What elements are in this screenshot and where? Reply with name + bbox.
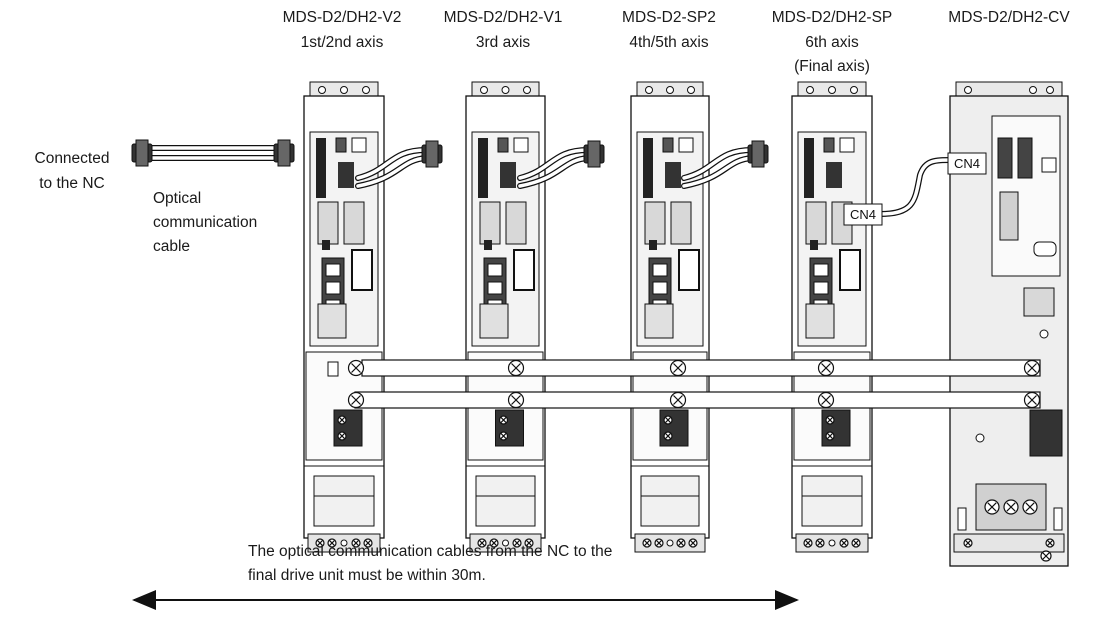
dc-bus-bar-1 — [362, 360, 1040, 376]
cable-label-line-2: communication — [153, 214, 257, 231]
drive-unit-3 — [631, 82, 709, 552]
cn4-sp-label: CN4 — [850, 207, 876, 222]
unit-4-final-axis-note: (Final axis) — [794, 58, 870, 75]
window — [352, 250, 372, 290]
drive-unit-1 — [304, 82, 384, 552]
drive-unit-4 — [792, 82, 872, 552]
unit-2-axis-label: 3rd axis — [476, 34, 531, 51]
connector-right — [671, 202, 691, 244]
power-terminal — [1030, 410, 1062, 456]
power-terminal — [660, 410, 688, 446]
bottom-cover — [476, 476, 535, 526]
optical-port — [826, 162, 842, 188]
connector-left — [806, 202, 826, 244]
nc-label-line-2: to the NC — [39, 175, 104, 192]
window — [679, 250, 699, 290]
bottom-cover — [641, 476, 699, 526]
unit-3-model-label: MDS-D2-SP2 — [622, 9, 716, 26]
unit-3-axis-label: 4th/5th axis — [629, 34, 709, 51]
cn4-cv-label: CN4 — [954, 156, 980, 171]
power-terminal — [334, 410, 362, 446]
connector-right — [506, 202, 526, 244]
unit-4-model-label: MDS-D2/DH2-SP — [772, 9, 893, 26]
bottom-cover — [314, 476, 374, 526]
optical-port — [500, 162, 516, 188]
unit-5-model-label: MDS-D2/DH2-CV — [948, 9, 1070, 26]
note-line-2: final drive unit must be within 30m. — [248, 567, 486, 584]
unit-1-axis-label: 1st/2nd axis — [301, 34, 384, 51]
dc-bus-bar-2 — [355, 392, 1040, 408]
led-display — [643, 138, 653, 198]
drive-unit-2 — [466, 82, 545, 552]
unit-2-model-label: MDS-D2/DH2-V1 — [444, 9, 563, 26]
cable-label-line-1: Optical — [153, 190, 201, 207]
connector-left — [480, 202, 500, 244]
unit-4-axis-label: 6th axis — [805, 34, 859, 51]
cable-label-line-3: cable — [153, 238, 190, 255]
window — [840, 250, 860, 290]
window — [514, 250, 534, 290]
optical-port — [665, 162, 681, 188]
unit-1-model-label: MDS-D2/DH2-V2 — [283, 9, 402, 26]
cn4-port — [998, 138, 1012, 178]
connector-left — [318, 202, 338, 244]
power-terminal — [822, 410, 850, 446]
led-display — [316, 138, 326, 198]
nc-label-line-1: Connected — [35, 150, 110, 167]
led-display — [478, 138, 488, 198]
connector-left — [645, 202, 665, 244]
connector-right — [344, 202, 364, 244]
optical-port — [338, 162, 354, 188]
bottom-cover — [802, 476, 862, 526]
led-display — [804, 138, 814, 198]
power-terminal — [496, 410, 524, 446]
note-line-1: The optical communication cables from th… — [248, 543, 612, 560]
